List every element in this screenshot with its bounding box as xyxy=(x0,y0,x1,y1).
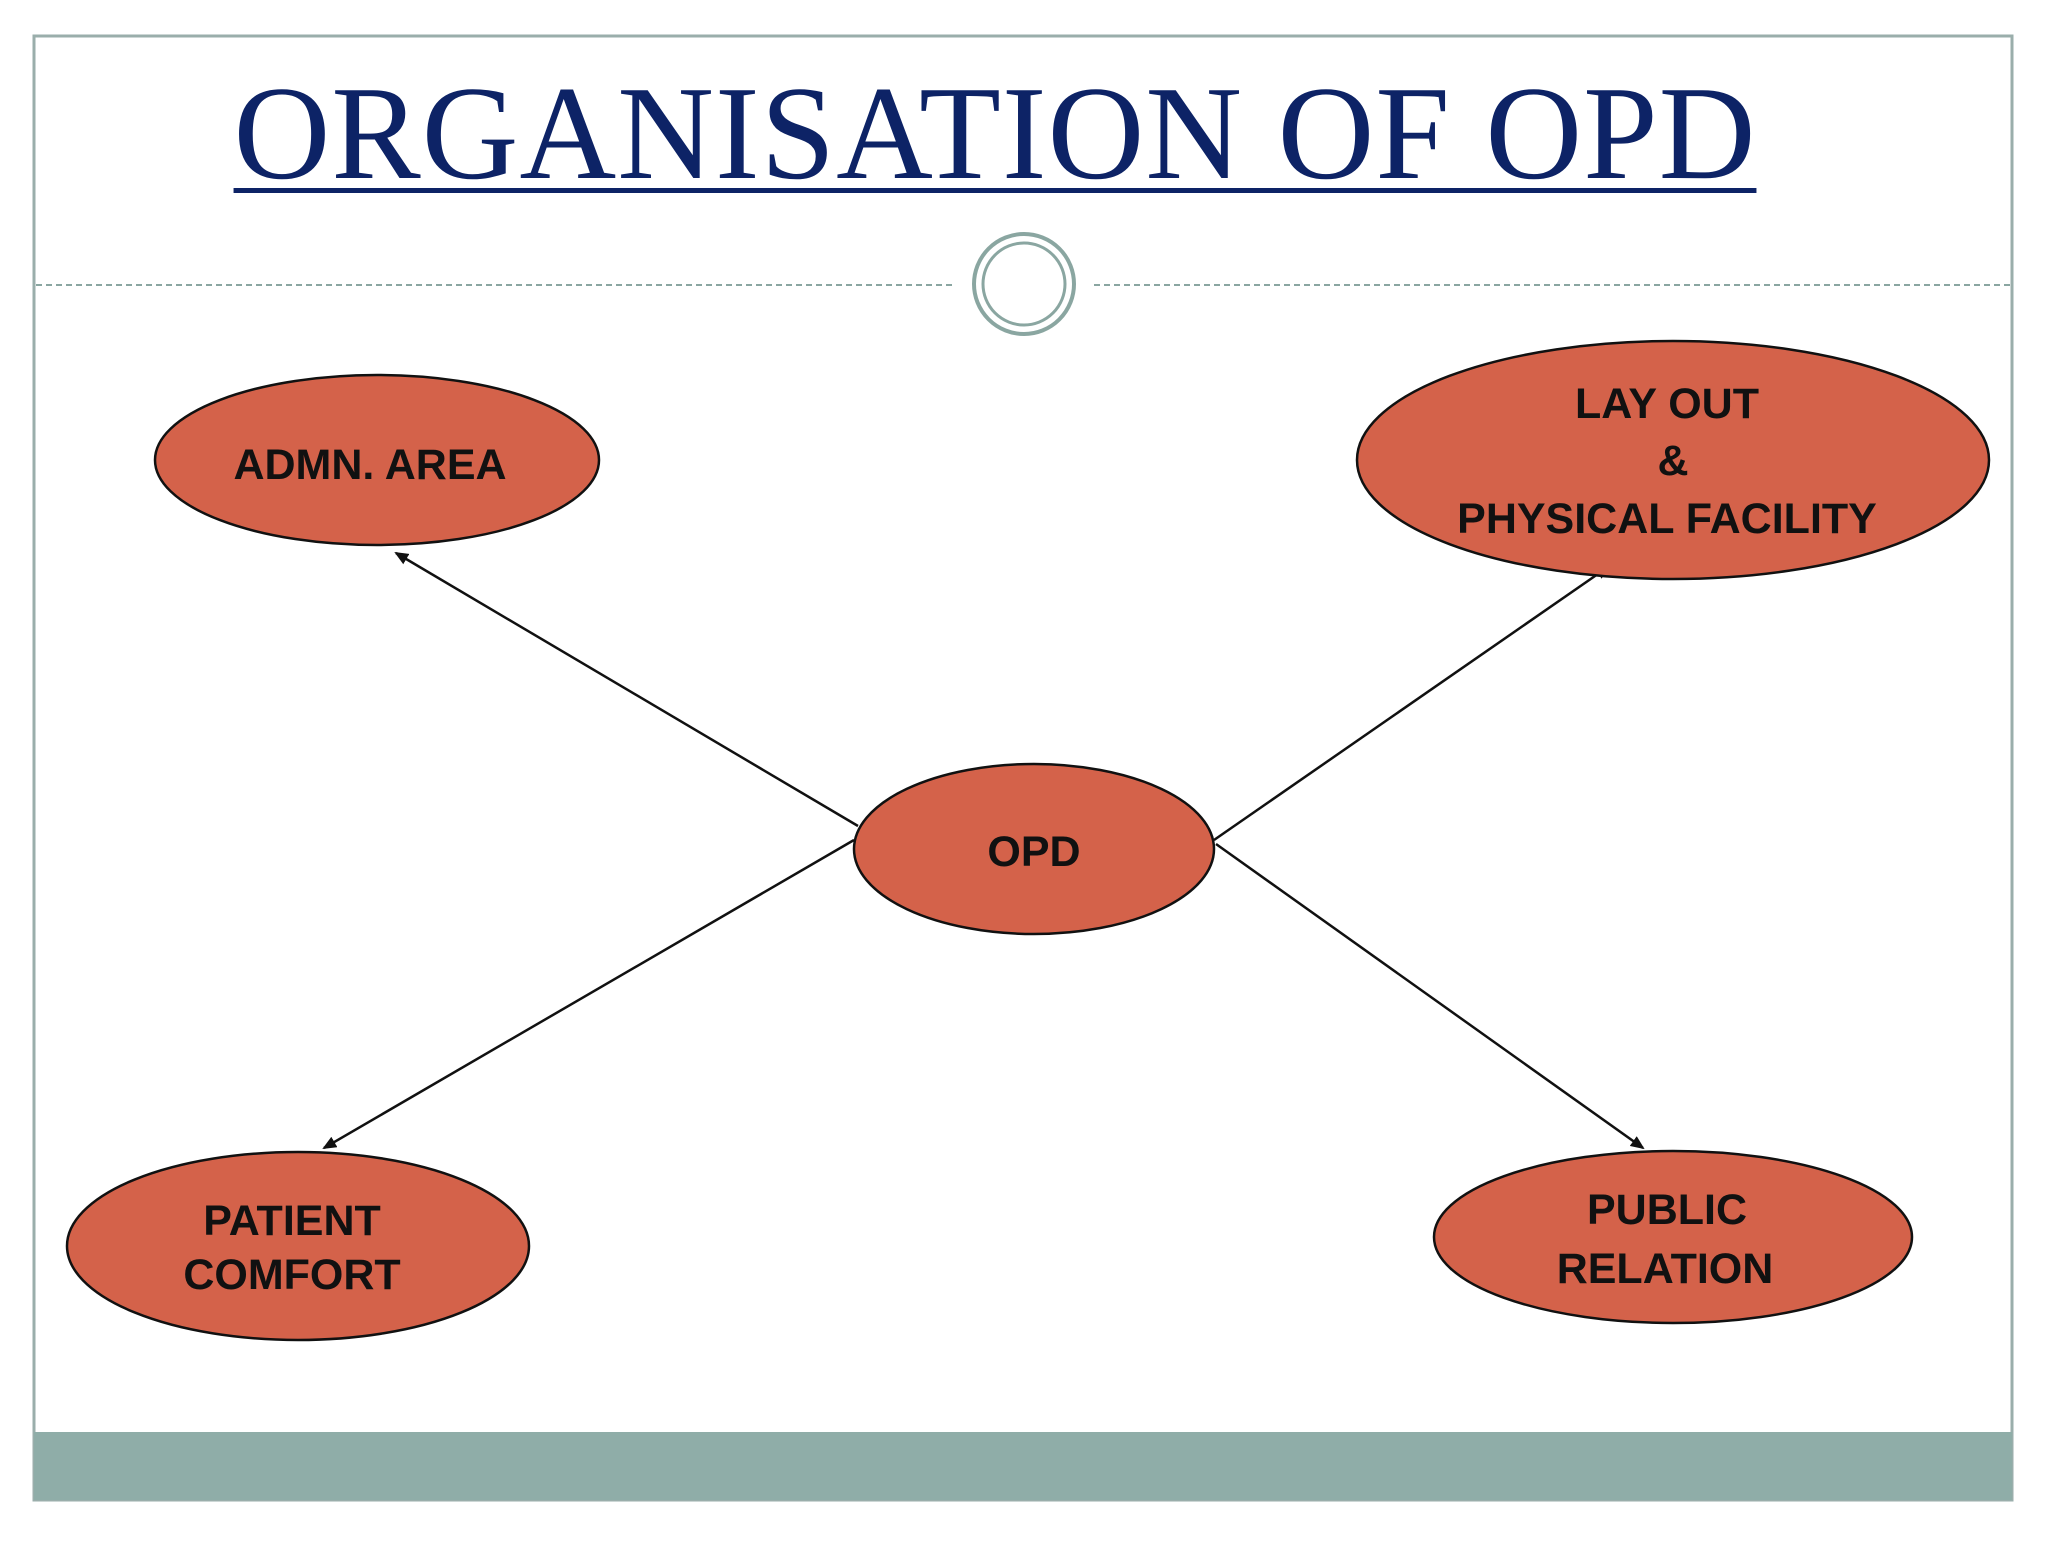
node-patient-comfort-label-line2: COMFORT xyxy=(183,1251,400,1299)
node-layout-facility-label-line3: PHYSICAL FACILITY xyxy=(1457,495,1877,543)
node-patient-comfort xyxy=(65,1150,531,1342)
arrow-to-public-relation xyxy=(1215,842,1645,1150)
node-public-relation-label-line2: RELATION xyxy=(1557,1245,1774,1293)
node-public-relation xyxy=(1432,1149,1914,1325)
node-layout-facility xyxy=(1355,339,1991,581)
node-layout-facility-label-line1: LAY OUT xyxy=(1575,380,1759,428)
arrow-to-patient-comfort xyxy=(322,838,855,1150)
node-admn-area-label: ADMN. AREA xyxy=(233,441,506,489)
arrow-to-admn-area xyxy=(394,551,859,828)
ornament-circle-icon xyxy=(972,232,1076,336)
node-opd-label: OPD xyxy=(987,828,1080,876)
arrow-to-layout-facility xyxy=(1213,565,1610,842)
page-title: ORGANISATION OF OPD xyxy=(233,59,1757,207)
node-layout-facility-label-line2: & xyxy=(1657,437,1688,485)
node-public-relation-label-line1: PUBLIC xyxy=(1587,1186,1747,1234)
node-opd xyxy=(852,762,1216,936)
footer-band xyxy=(34,1432,2012,1500)
node-admn-area xyxy=(153,373,601,547)
node-patient-comfort-label-line1: PATIENT xyxy=(203,1197,381,1245)
